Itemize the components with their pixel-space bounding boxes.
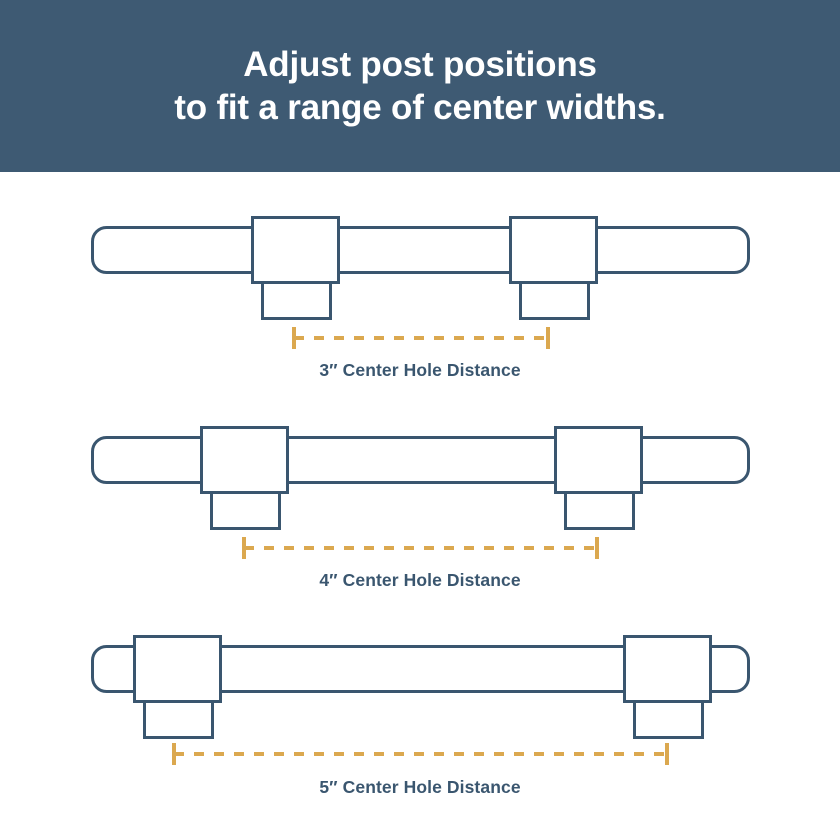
handle-bar	[91, 226, 750, 274]
handle-4in-group	[91, 426, 750, 559]
banner-title-line-1: Adjust post positions	[243, 45, 597, 84]
left-post-head	[251, 216, 340, 284]
right-post-stem	[564, 491, 635, 530]
handle-3in-label: 3″ Center Hole Distance	[319, 360, 521, 380]
left-post-head	[133, 635, 222, 703]
handle-3in-group	[91, 216, 750, 349]
handle-4in-label: 4″ Center Hole Distance	[319, 570, 521, 590]
handle-4in-drawing	[91, 426, 750, 559]
right-post-stem	[519, 281, 590, 320]
diagrams-area: 3″ Center Hole Distance 4″ Center Hole Di…	[0, 172, 840, 840]
left-post-head	[200, 426, 289, 494]
right-post-head	[509, 216, 598, 284]
handle-bar	[91, 645, 750, 693]
handle-3in-drawing	[91, 216, 750, 349]
handle-5in-drawing	[91, 635, 750, 765]
handle-5in-label: 5″ Center Hole Distance	[319, 777, 521, 797]
right-post-head	[623, 635, 712, 703]
left-post-stem	[210, 491, 281, 530]
handle-bar	[91, 436, 750, 484]
banner-title-line-2: to fit a range of center widths.	[174, 88, 666, 127]
header-banner: Adjust post positions to fit a range of …	[0, 0, 840, 172]
handle-5in-group	[91, 635, 750, 765]
right-post-stem	[633, 700, 704, 739]
left-post-stem	[261, 281, 332, 320]
right-post-head	[554, 426, 643, 494]
left-post-stem	[143, 700, 214, 739]
